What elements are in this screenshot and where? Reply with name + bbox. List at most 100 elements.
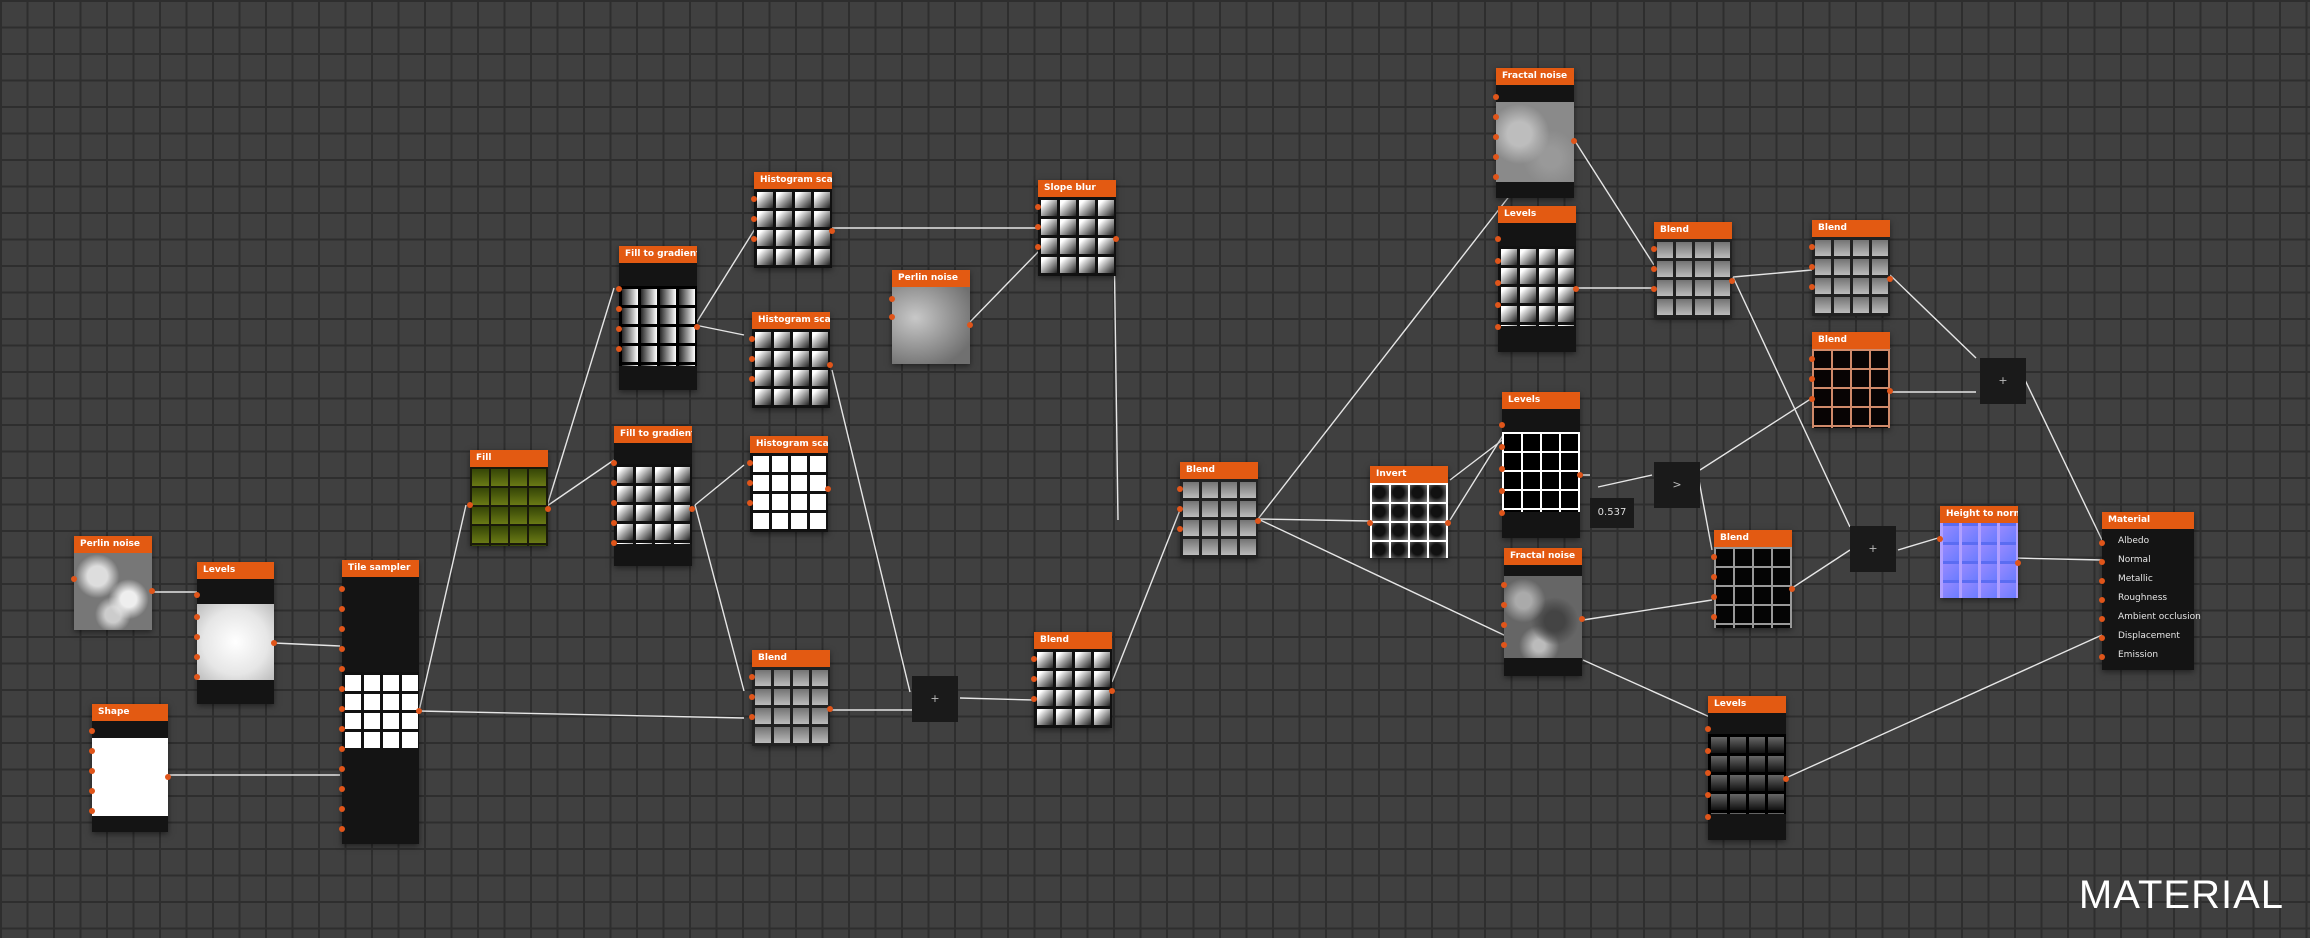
input-port[interactable] [339, 806, 345, 812]
input-port[interactable] [1651, 266, 1657, 272]
output-port[interactable] [1887, 276, 1893, 282]
input-port[interactable] [1705, 770, 1711, 776]
input-port[interactable] [1711, 614, 1717, 620]
input-port[interactable] [1031, 696, 1037, 702]
add-operator[interactable]: + [912, 676, 958, 722]
node-tile-sampler[interactable]: Tile sampler [339, 560, 422, 844]
input-port[interactable] [194, 592, 200, 598]
input-port[interactable] [1711, 554, 1717, 560]
input-port[interactable] [339, 826, 345, 832]
input-port[interactable] [611, 500, 617, 506]
output-port[interactable] [1577, 472, 1583, 478]
input-port[interactable] [89, 728, 95, 734]
output-port[interactable] [2015, 560, 2021, 566]
compare-operator[interactable]: > [1654, 462, 1700, 508]
output-port[interactable] [1887, 388, 1893, 394]
input-port[interactable] [339, 786, 345, 792]
input-port[interactable] [1035, 204, 1041, 210]
input-port[interactable] [611, 520, 617, 526]
input-port[interactable] [889, 296, 895, 302]
input-port[interactable] [751, 216, 757, 222]
output-port[interactable] [1729, 278, 1735, 284]
output-port[interactable] [1579, 616, 1585, 622]
input-port[interactable] [194, 674, 200, 680]
input-port[interactable] [194, 654, 200, 660]
input-port[interactable] [339, 746, 345, 752]
input-port[interactable] [747, 500, 753, 506]
input-port[interactable] [1501, 642, 1507, 648]
input-port[interactable] [1177, 486, 1183, 492]
input-port[interactable] [1499, 510, 1505, 516]
input-port[interactable] [339, 606, 345, 612]
input-port[interactable] [89, 788, 95, 794]
output-port[interactable] [165, 774, 171, 780]
input-port[interactable] [1031, 656, 1037, 662]
output-port[interactable] [271, 640, 277, 646]
node-height-to-normal[interactable]: Height to normal [1937, 506, 2021, 598]
input-port[interactable] [749, 714, 755, 720]
input-port[interactable] [1501, 622, 1507, 628]
input-port[interactable] [616, 306, 622, 312]
input-port[interactable] [749, 336, 755, 342]
node-fractal-noise[interactable]: Fractal noise [1493, 68, 1577, 198]
input-port[interactable] [616, 346, 622, 352]
output-port[interactable] [1789, 586, 1795, 592]
input-port[interactable] [1809, 356, 1815, 362]
input-port[interactable] [1499, 444, 1505, 450]
node-perlin-noise[interactable]: Perlin noise [889, 270, 973, 364]
input-port[interactable] [1499, 488, 1505, 494]
input-port[interactable] [1493, 94, 1499, 100]
input-port[interactable] [339, 726, 345, 732]
node-blend[interactable]: Blend [1031, 632, 1115, 728]
input-port[interactable] [749, 376, 755, 382]
node-invert[interactable]: Invert [1367, 466, 1451, 558]
input-port[interactable] [1711, 574, 1717, 580]
value-node[interactable]: 0.537 [1590, 498, 1634, 528]
input-port[interactable] [1651, 246, 1657, 252]
output-port[interactable] [827, 706, 833, 712]
input-port[interactable] [89, 748, 95, 754]
output-port[interactable] [967, 322, 973, 328]
node-levels[interactable]: Levels [1705, 696, 1789, 840]
output-port[interactable] [827, 362, 833, 368]
node-shape[interactable]: Shape [89, 704, 171, 832]
input-port[interactable] [2099, 616, 2105, 622]
input-port[interactable] [611, 460, 617, 466]
node-levels[interactable]: Levels [1499, 392, 1583, 538]
input-port[interactable] [1809, 264, 1815, 270]
input-port[interactable] [1495, 324, 1501, 330]
input-port[interactable] [1367, 520, 1373, 526]
output-port[interactable] [1109, 688, 1115, 694]
input-port[interactable] [339, 586, 345, 592]
node-blend[interactable]: Blend [1809, 332, 1893, 428]
input-port[interactable] [1809, 396, 1815, 402]
node-fill[interactable]: Fill [467, 450, 551, 546]
output-port[interactable] [825, 486, 831, 492]
input-port[interactable] [889, 314, 895, 320]
output-port[interactable] [1255, 518, 1261, 524]
input-port[interactable] [1499, 466, 1505, 472]
input-port[interactable] [749, 674, 755, 680]
node-histogram-scan[interactable]: Histogram scan [749, 312, 833, 408]
input-port[interactable] [1493, 114, 1499, 120]
node-blend[interactable]: Blend [1177, 462, 1261, 558]
input-port[interactable] [1809, 284, 1815, 290]
output-port[interactable] [829, 228, 835, 234]
node-blend[interactable]: Blend [1711, 530, 1795, 628]
output-port[interactable] [1783, 776, 1789, 782]
input-port[interactable] [1705, 726, 1711, 732]
input-port[interactable] [1177, 506, 1183, 512]
input-port[interactable] [1495, 258, 1501, 264]
input-port[interactable] [194, 614, 200, 620]
node-histogram-scan[interactable]: Histogram scan [751, 172, 835, 268]
node-fill-to-gradient[interactable]: Fill to gradient [616, 246, 700, 390]
input-port[interactable] [747, 480, 753, 486]
output-port[interactable] [689, 506, 695, 512]
input-port[interactable] [1651, 286, 1657, 292]
add-operator[interactable]: + [1850, 526, 1896, 572]
input-port[interactable] [611, 480, 617, 486]
input-port[interactable] [339, 666, 345, 672]
node-blend[interactable]: Blend [1809, 220, 1893, 316]
input-port[interactable] [1493, 154, 1499, 160]
input-port[interactable] [2099, 559, 2105, 565]
